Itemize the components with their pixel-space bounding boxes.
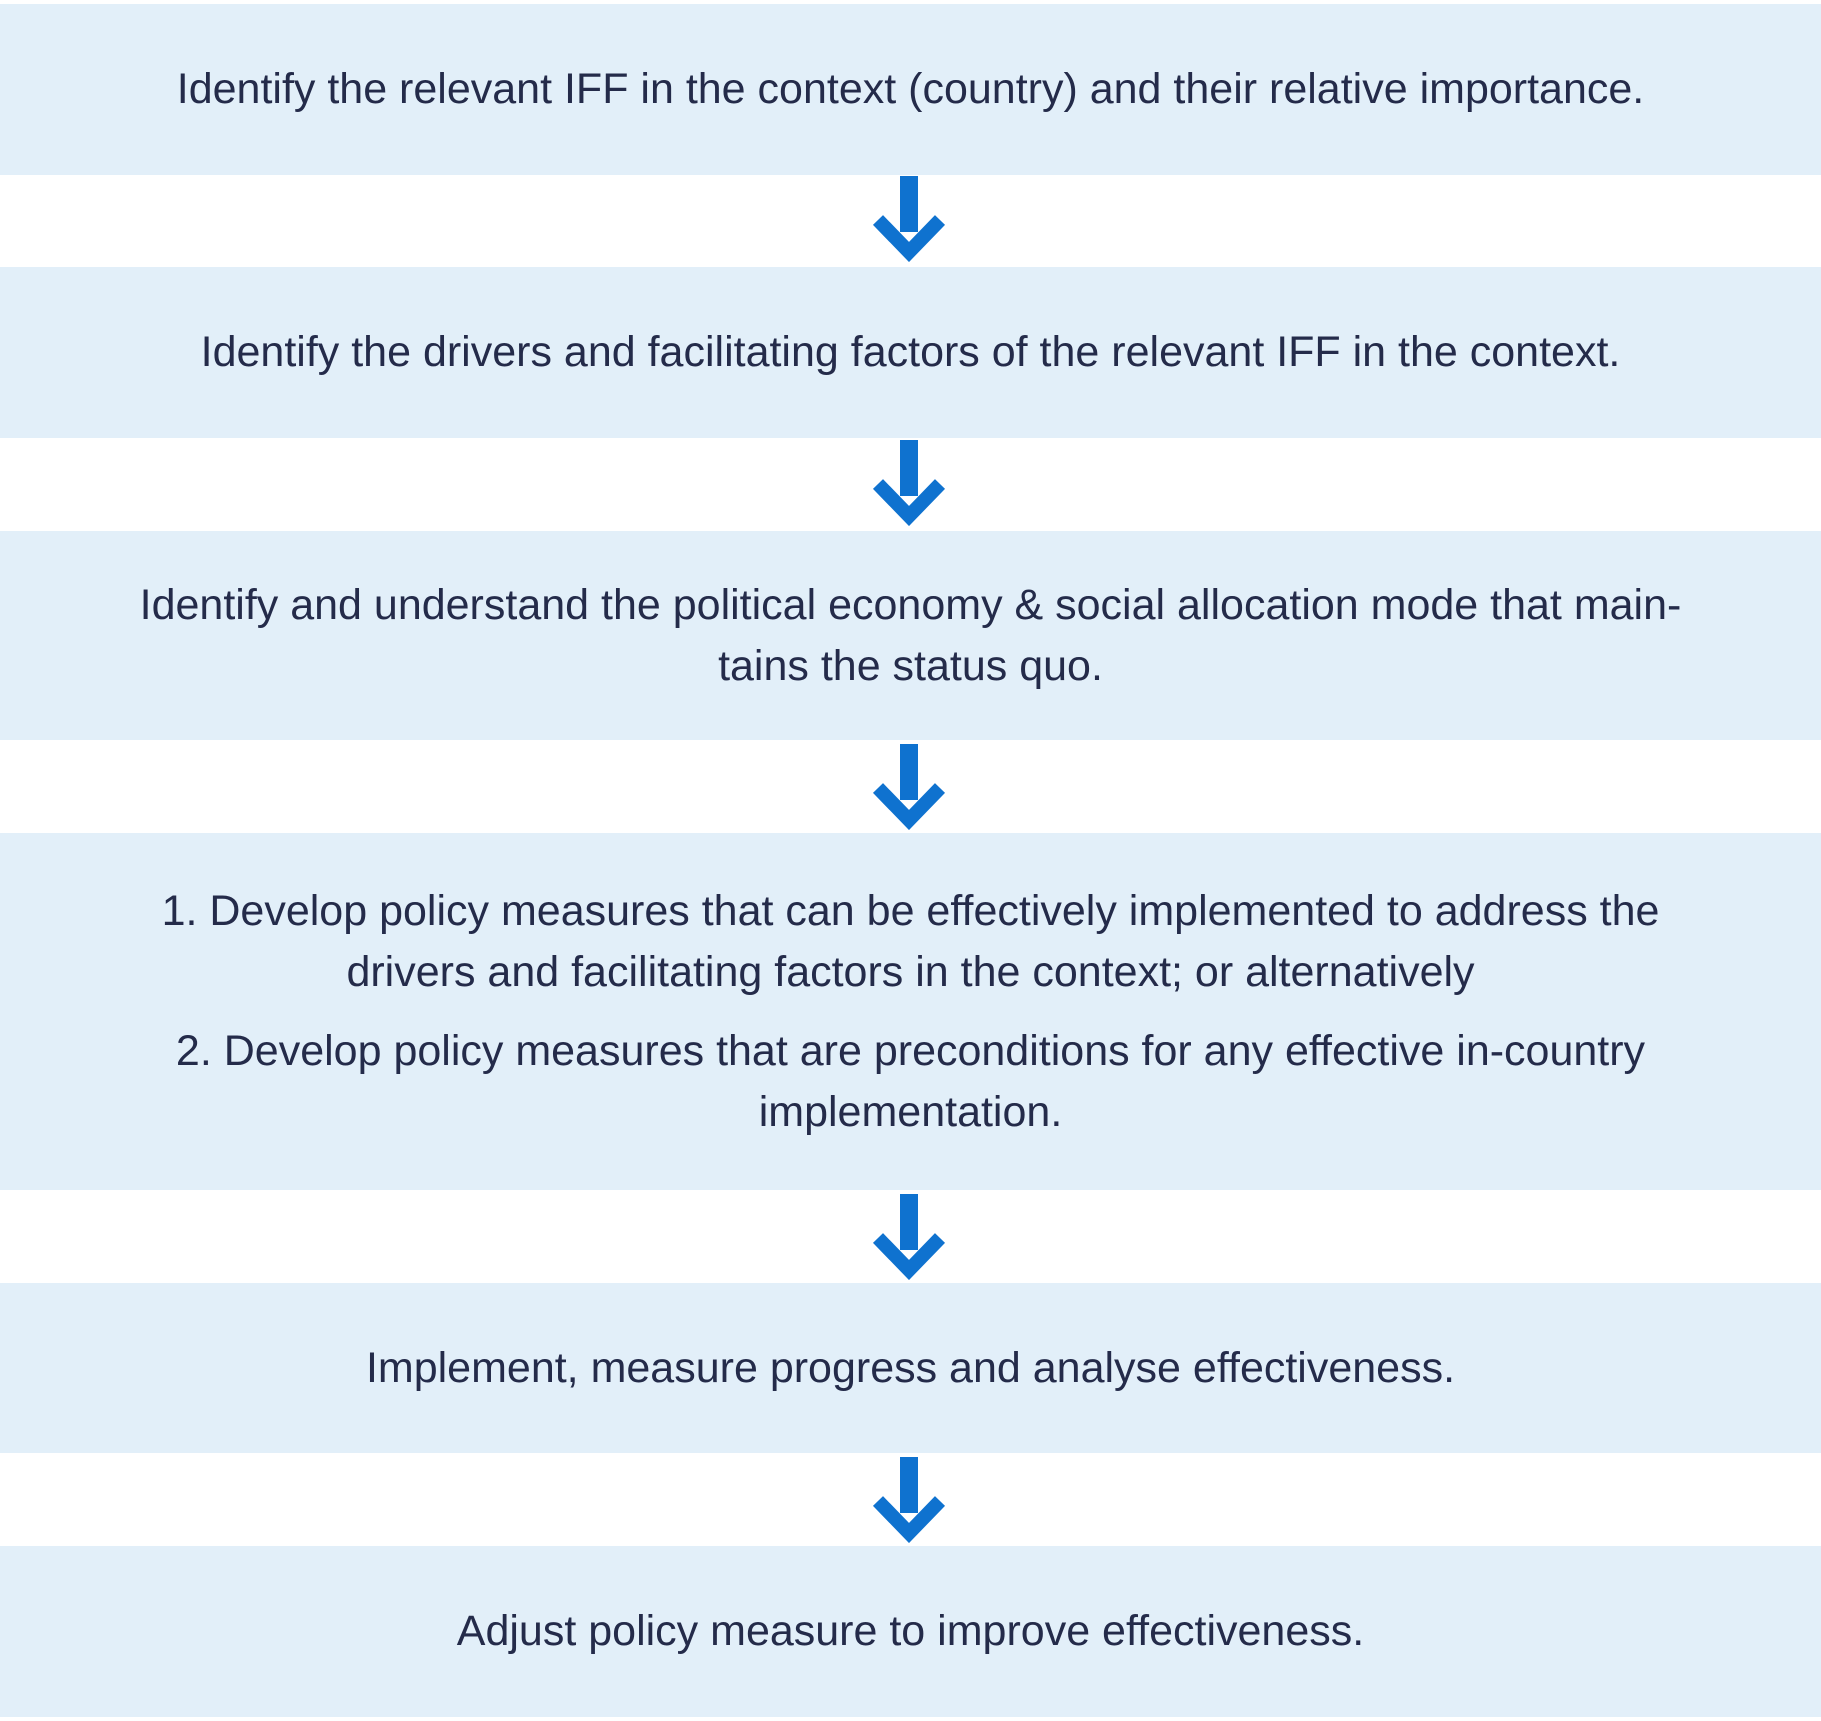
arrow-down-icon-shape xyxy=(872,744,946,830)
arrow-down-icon xyxy=(872,1194,946,1280)
step-text: Identify the drivers and facilitating fa… xyxy=(200,328,1621,376)
step-identify-drivers: Identify the drivers and facilitating fa… xyxy=(0,267,1821,438)
arrow-down-icon xyxy=(872,440,946,526)
step-text-line-2: tains the status quo. xyxy=(718,641,1103,690)
step-text: Adjust policy measure to improve effecti… xyxy=(456,1607,1365,1655)
arrow-down-icon-shape xyxy=(872,1457,946,1543)
arrow-down-icon xyxy=(872,744,946,830)
step-develop-policy-measures: 1. Develop policy measures that can be e… xyxy=(0,833,1821,1190)
step-text: Implement, measure progress and analyse … xyxy=(365,1343,1456,1392)
step-identify-relevant-iff: Identify the relevant IFF in the context… xyxy=(0,4,1821,175)
policy-option-1: 1. Develop policy measures that can be e… xyxy=(162,881,1660,1003)
arrow-down-icon xyxy=(872,176,946,262)
step-text-line-1: Identify and understand the political ec… xyxy=(139,580,1682,629)
step-adjust-policy: Adjust policy measure to improve effecti… xyxy=(0,1546,1821,1717)
step-implement-measure: Implement, measure progress and analyse … xyxy=(0,1283,1821,1453)
step-text: Identify the relevant IFF in the context… xyxy=(176,65,1645,113)
arrow-down-icon xyxy=(872,1457,946,1543)
policy-option-1-line-1: 1. Develop policy measures that can be e… xyxy=(161,886,1660,935)
policy-option-2-line-2: implementation. xyxy=(758,1087,1063,1136)
policy-option-2: 2. Develop policy measures that are prec… xyxy=(176,1021,1645,1143)
arrow-down-icon-shape xyxy=(872,176,946,262)
arrow-down-icon-shape xyxy=(872,1194,946,1280)
arrow-down-icon-shape xyxy=(872,440,946,526)
policy-option-1-line-2: drivers and facilitating factors in the … xyxy=(346,947,1475,996)
policy-option-2-line-1: 2. Develop policy measures that are prec… xyxy=(175,1026,1646,1075)
step-political-economy: Identify and understand the political ec… xyxy=(0,531,1821,740)
